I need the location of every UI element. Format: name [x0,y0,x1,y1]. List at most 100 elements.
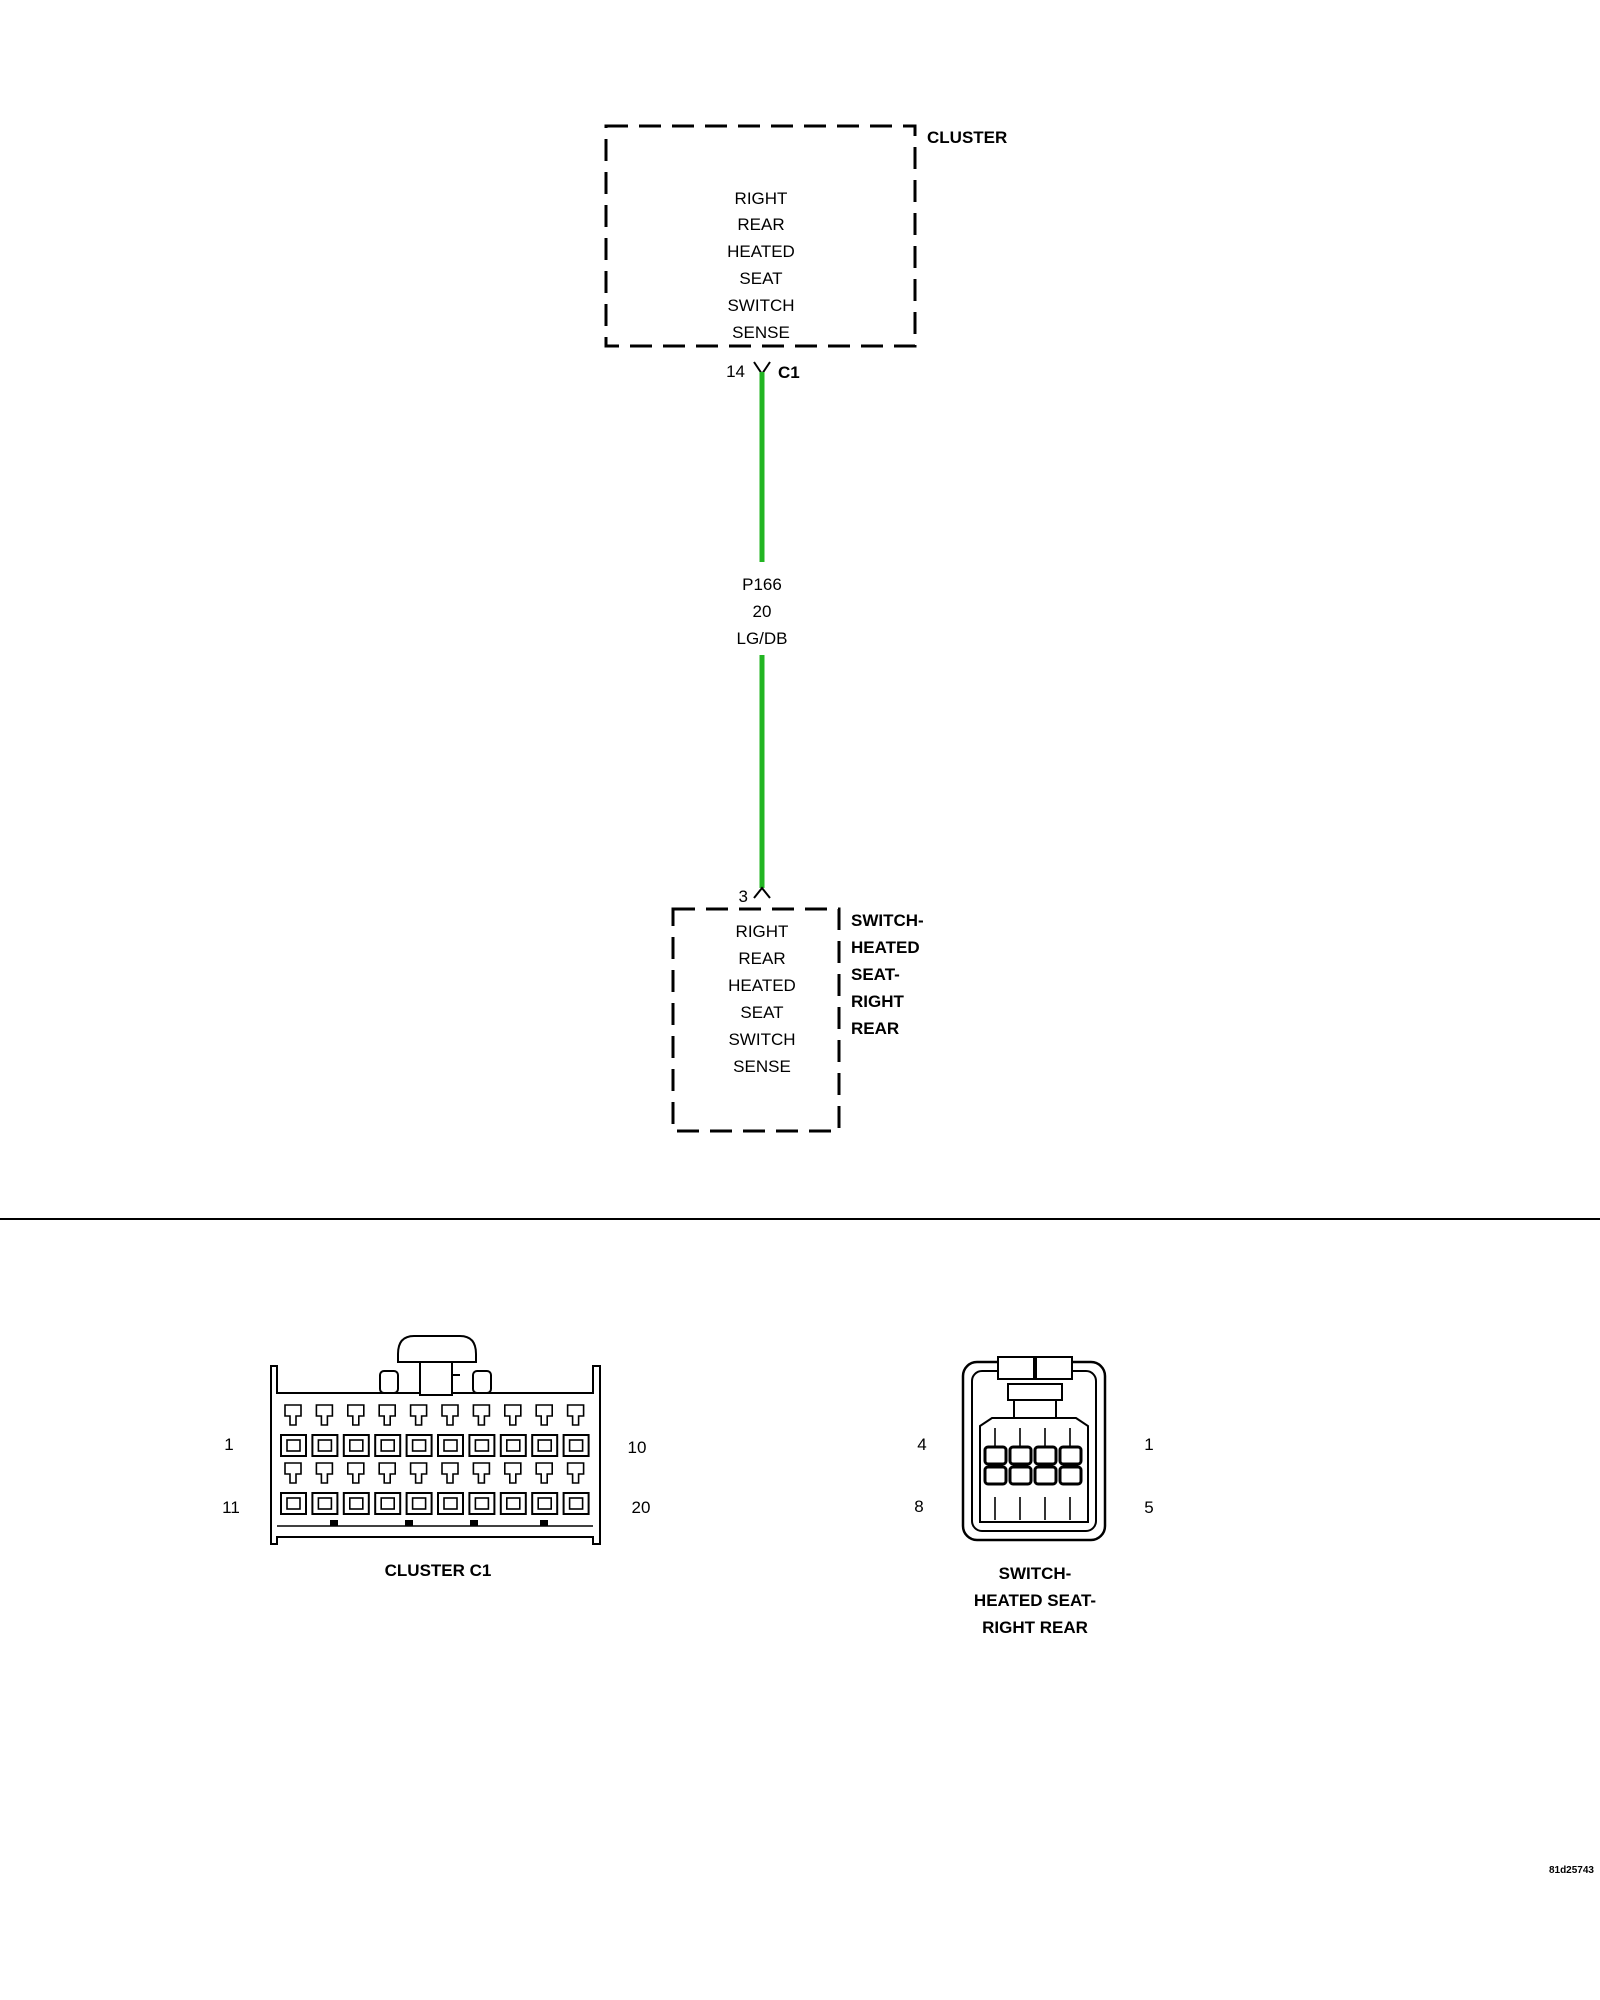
c1-notch [540,1520,548,1526]
c1-cavity-inner [474,1497,490,1510]
sw-pin-label-5: 5 [1144,1498,1153,1517]
c1-cavity-inner [380,1439,396,1452]
sw-cavity [1058,1465,1083,1486]
switch-line-6: SENSE [733,1057,791,1076]
c1-terminal-latch [347,1462,365,1484]
c1-terminal-latch [441,1404,459,1426]
c1-terminal-latch [472,1462,491,1484]
sw-cavity [1008,1445,1033,1466]
sw-latch-right [1035,1356,1073,1380]
c1-terminal-latch [315,1462,334,1484]
c1-terminal-latch [504,1462,522,1484]
switch-line-3: HEATED [728,976,796,995]
sw-cavity [1033,1445,1058,1466]
cluster-line-3: HEATED [727,242,795,261]
c1-cavity-inner [568,1497,584,1510]
c1-pin-label-20: 20 [632,1498,651,1517]
c1-terminal-latch [535,1404,553,1426]
sw-cavity [1008,1465,1033,1486]
c1-cavity-inner [443,1497,458,1510]
sw-connector-label: SWITCH- HEATED SEAT- RIGHT REAR [974,1564,1096,1637]
switch-line-1: RIGHT [736,922,789,941]
cluster-function-label: RIGHT REAR HEATED SEAT SWITCH SENSE [727,189,795,342]
c1-terminal-latch [504,1404,522,1426]
cluster-title: CLUSTER [927,128,1007,147]
c1-terminal-latch [409,1462,428,1484]
c1-latch [397,1335,477,1363]
c1-cavity-inner [537,1439,553,1452]
c1-cavity-inner [348,1497,364,1510]
switch-line-2: REAR [738,949,785,968]
sw-cavity [1033,1465,1058,1486]
sw-latch-left [997,1356,1035,1380]
c1-cavities [280,1404,590,1526]
cluster-pin-number: 14 [726,362,745,381]
c1-terminal-latch [566,1404,585,1426]
c1-terminal-latch [409,1404,428,1426]
c1-notch [470,1520,478,1526]
c1-cavity-inner [411,1497,427,1510]
c1-cavity-inner [286,1497,301,1510]
cluster-connector-id: C1 [778,363,800,382]
switch-title-line-2: HEATED [851,938,920,957]
c1-latch-tab-left [379,1370,399,1394]
c1-terminal-latch [347,1404,365,1426]
c1-cavity-inner [537,1497,553,1510]
c1-terminal-latch [472,1404,491,1426]
cluster-line-4: SEAT [739,269,782,288]
c1-connector-label: CLUSTER C1 [385,1561,492,1580]
c1-terminal-latch [284,1462,302,1484]
c1-terminal-latch [284,1404,302,1426]
switch-pin-number: 3 [739,887,748,906]
wire-label: P166 20 LG/DB [736,575,787,648]
c1-cavity-inner [505,1497,521,1510]
switch-title: SWITCH- HEATED SEAT- RIGHT REAR [851,911,924,1038]
c1-latch-tab-right [472,1370,492,1394]
cluster-module: CLUSTER RIGHT REAR HEATED SEAT SWITCH SE… [604,124,1007,348]
wire-color-code: LG/DB [736,629,787,648]
c1-terminal-latch [378,1404,396,1426]
c1-cavity-inner [568,1439,584,1452]
c1-cavity-inner [348,1439,364,1452]
wire-circuit: P166 [742,575,782,594]
c1-pin-label-10: 10 [628,1438,647,1457]
cluster-c1-connector: 1 10 11 20 CLUSTER C1 [222,1335,651,1580]
wire-gauge: 20 [753,602,772,621]
c1-latch-stem [419,1361,453,1396]
switch-title-line-4: RIGHT [851,992,905,1011]
figure-id: 81d25743 [1549,1865,1594,1876]
cluster-line-2: REAR [737,215,784,234]
c1-notch [405,1520,413,1526]
switch-line-5: SWITCH [728,1030,795,1049]
cluster-line-1: RIGHT [735,189,788,208]
c1-terminal-latch [315,1404,334,1426]
c1-terminal-latch [566,1462,585,1484]
switch-title-line-3: SEAT- [851,965,900,984]
c1-cavity-inner [317,1497,333,1510]
c1-terminal-latch [535,1462,553,1484]
c1-cavity-inner [474,1439,490,1452]
switch-box [671,907,841,1133]
c1-notch [330,1520,338,1526]
cluster-line-6: SENSE [732,323,790,342]
c1-cavity-inner [505,1439,521,1452]
sw-cavity [983,1465,1008,1486]
sw-pin-label-1: 1 [1144,1435,1153,1454]
sw-cavity [983,1445,1008,1466]
c1-cavity-inner [317,1439,333,1452]
switch-module: SWITCH- HEATED SEAT- RIGHT REAR RIGHT RE… [671,907,924,1133]
sw-cavity [1058,1445,1083,1466]
cluster-line-5: SWITCH [727,296,794,315]
c1-pin-label-1: 1 [224,1435,233,1454]
c1-terminal-latch [441,1462,459,1484]
c1-cavity-inner [443,1439,458,1452]
switch-connector: 4 1 8 5 SWITCH- HEATED SEAT- RIGHT REAR [914,1356,1154,1637]
sw-label-line-1: SWITCH- [999,1564,1072,1583]
switch-line-4: SEAT [740,1003,783,1022]
sw-latch-window [1007,1383,1063,1401]
switch-title-line-5: REAR [851,1019,899,1038]
switch-pin-symbol [753,886,771,899]
c1-cavity-inner [380,1497,396,1510]
c1-pin-label-11: 11 [222,1498,240,1517]
